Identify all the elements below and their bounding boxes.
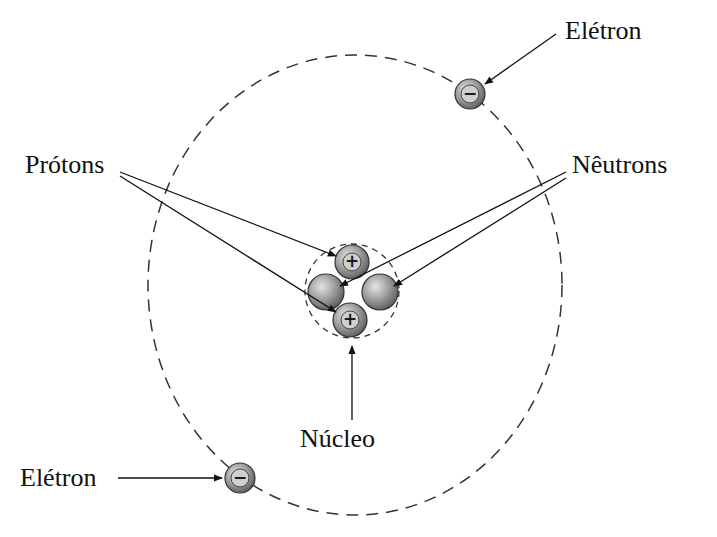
electron-orbit — [148, 55, 562, 515]
part-label: Elétron — [565, 18, 642, 44]
leader-arrow — [394, 178, 566, 286]
charge-sign: − — [233, 469, 247, 486]
charge-disc — [343, 253, 361, 271]
leader-arrow — [340, 172, 566, 286]
leader-arrow — [118, 477, 222, 478]
leader-arrow — [485, 34, 556, 84]
charge-sign: − — [463, 85, 477, 102]
leader-arrow — [120, 176, 336, 312]
charge-disc — [341, 311, 359, 329]
part-label: Prótons — [25, 152, 104, 178]
neutron — [308, 274, 344, 310]
charge-disc — [231, 469, 249, 487]
proton — [333, 303, 367, 337]
charge-sign: + — [343, 311, 357, 328]
neutron — [362, 274, 398, 310]
electron — [225, 463, 255, 493]
part-label: Nêutrons — [572, 152, 667, 178]
leader-arrow — [351, 346, 352, 420]
nucleus-boundary — [305, 244, 399, 338]
charge-sign: + — [345, 253, 359, 270]
part-label: Núcleo — [300, 426, 375, 452]
charge-disc — [461, 85, 479, 103]
part-label: Elétron — [20, 465, 97, 491]
electron — [455, 79, 485, 109]
